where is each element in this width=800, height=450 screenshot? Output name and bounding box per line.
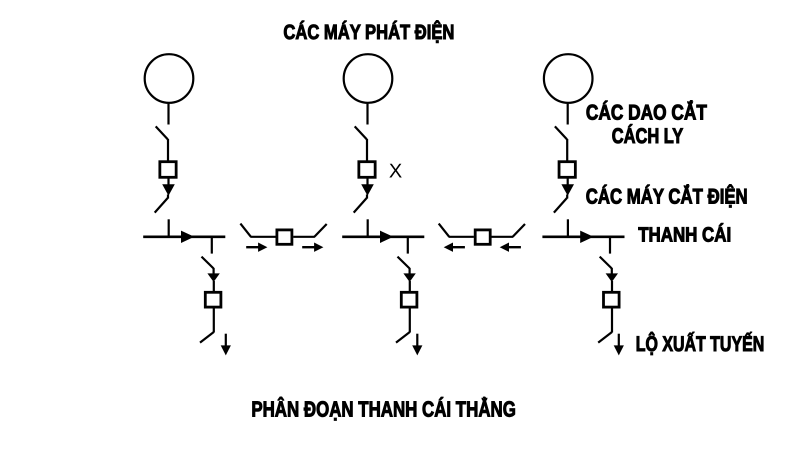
svg-text:PHÂN ĐOẠN THANH CÁI THẲNG: PHÂN ĐOẠN THANH CÁI THẲNG (251, 396, 516, 421)
svg-text:CÁC DAO CẮT: CÁC DAO CẮT (586, 101, 707, 125)
svg-text:THANH CÁI: THANH CÁI (638, 223, 731, 247)
svg-text:CÁC MÁY PHÁT ĐIỆN: CÁC MÁY PHÁT ĐIỆN (283, 20, 454, 44)
svg-text:CÁCH LY: CÁCH LY (612, 124, 684, 148)
svg-text:CÁC MÁY CẮT ĐIỆN: CÁC MÁY CẮT ĐIỆN (586, 185, 748, 209)
svg-text:LỘ XUẤT TUYẾN: LỘ XUẤT TUYẾN (636, 332, 765, 356)
svg-text:X: X (389, 160, 402, 182)
